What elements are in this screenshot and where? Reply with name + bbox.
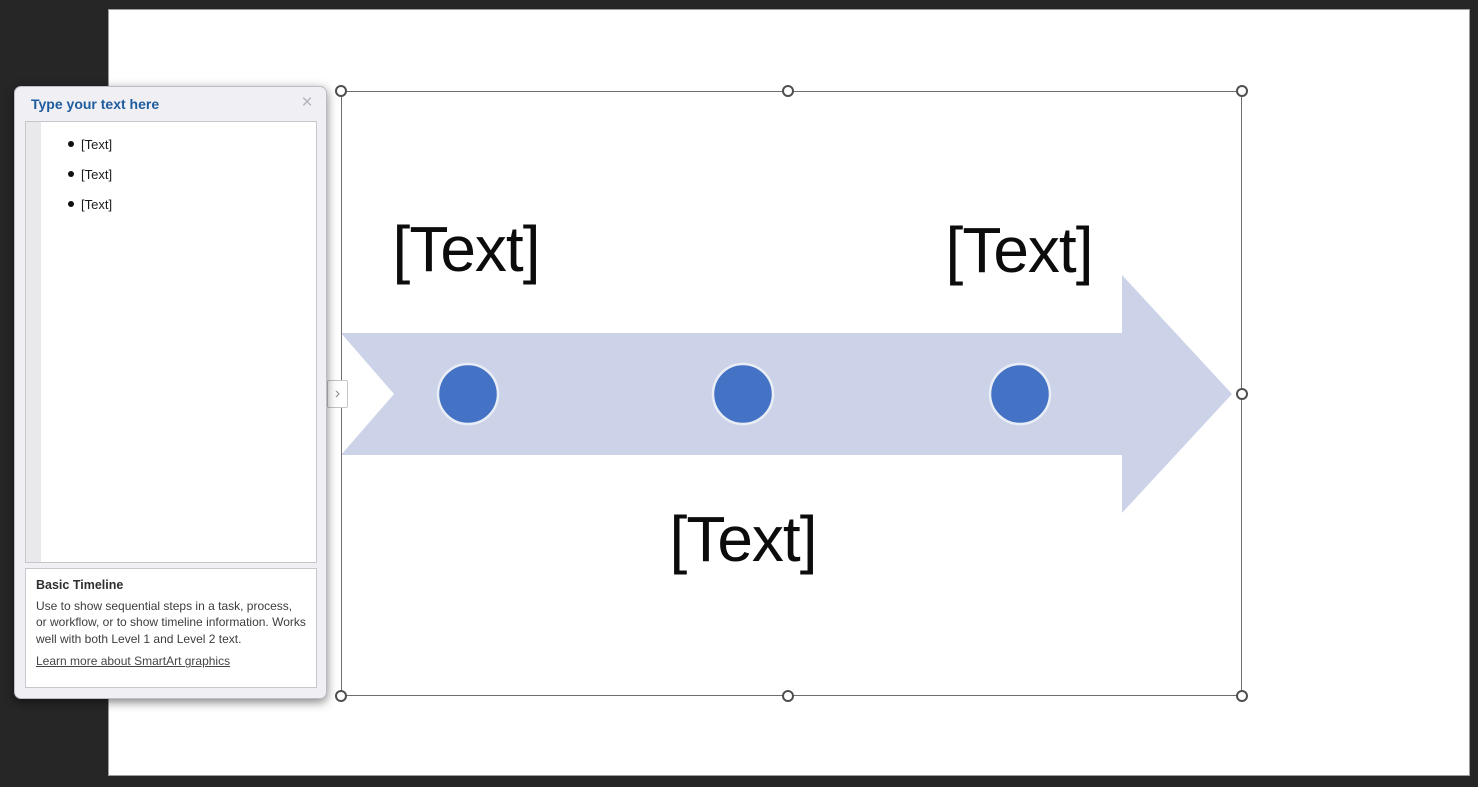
chevron-right-icon: ›	[334, 385, 341, 402]
text-pane-title: Type your text here	[31, 96, 160, 112]
smartart-timeline-graphic[interactable]	[341, 91, 1242, 696]
outline-item-text[interactable]: [Text]	[81, 136, 113, 152]
outline-item[interactable]: [Text]	[41, 129, 316, 159]
layout-description: Use to show sequential steps in a task, …	[36, 599, 306, 646]
timeline-text-placeholder-3[interactable]: [Text]	[669, 503, 818, 575]
resize-handle-bottom-right[interactable]	[1236, 690, 1248, 702]
close-icon[interactable]: ×	[301, 92, 313, 113]
bullet-icon	[68, 171, 74, 177]
layout-description-box: Basic Timeline Use to show sequential st…	[25, 568, 317, 688]
resize-handle-top-middle[interactable]	[782, 85, 794, 97]
timeline-marker-circle[interactable]	[988, 362, 1052, 426]
resize-handle-bottom-left[interactable]	[335, 690, 347, 702]
learn-more-link[interactable]: Learn more about SmartArt graphics	[36, 654, 231, 669]
timeline-text-placeholder-2[interactable]: [Text]	[945, 214, 1094, 286]
outline-gutter	[26, 122, 41, 562]
resize-handle-top-left[interactable]	[335, 85, 347, 97]
bullet-icon	[68, 141, 74, 147]
outline-item-text[interactable]: [Text]	[81, 166, 113, 182]
bullet-icon	[68, 201, 74, 207]
timeline-marker-circle[interactable]	[711, 362, 775, 426]
timeline-text-placeholder-1[interactable]: [Text]	[392, 213, 541, 285]
layout-name: Basic Timeline	[36, 578, 124, 592]
smartart-selection-border[interactable]	[341, 91, 1242, 696]
timeline-marker-circle[interactable]	[436, 362, 500, 426]
resize-handle-right-middle[interactable]	[1236, 388, 1248, 400]
outline-item[interactable]: [Text]	[41, 159, 316, 189]
smartart-text-pane: Type your text here × [Text] [Text] [Tex…	[14, 86, 327, 699]
text-pane-outline-list[interactable]: [Text] [Text] [Text]	[25, 121, 317, 563]
resize-handle-bottom-middle[interactable]	[782, 690, 794, 702]
outline-item-text[interactable]: [Text]	[81, 196, 113, 212]
text-pane-header: Type your text here	[15, 87, 326, 121]
outline-item[interactable]: [Text]	[41, 189, 316, 219]
resize-handle-top-right[interactable]	[1236, 85, 1248, 97]
text-pane-toggle-button[interactable]: ›	[327, 380, 348, 408]
timeline-arrow-shape[interactable]	[341, 275, 1232, 513]
